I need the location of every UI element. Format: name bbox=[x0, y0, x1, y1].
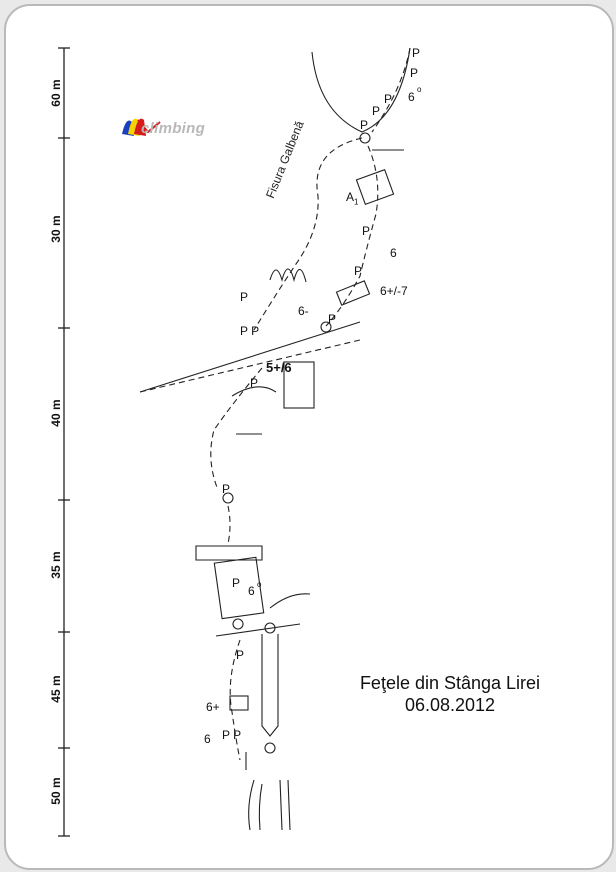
label-p-upper-2: P bbox=[372, 104, 381, 118]
label-grade-6-box: 6 bbox=[248, 584, 255, 598]
feature-box-6plus bbox=[229, 695, 249, 711]
ledge-lower bbox=[215, 623, 301, 637]
belay-bottom bbox=[264, 742, 276, 754]
route-lower bbox=[227, 505, 231, 545]
scale-ticks bbox=[58, 47, 70, 837]
overhang-1 bbox=[231, 386, 277, 397]
label-deg-top: o bbox=[417, 85, 422, 94]
belay-mid bbox=[320, 321, 332, 333]
label-pp-low: P P bbox=[222, 728, 242, 742]
start-line-1 bbox=[248, 779, 255, 831]
roof-feature bbox=[195, 545, 263, 561]
top-arch bbox=[311, 47, 411, 133]
descent-arrow bbox=[261, 634, 279, 737]
route-top-pitch bbox=[371, 47, 411, 133]
flake-feature bbox=[269, 268, 307, 283]
label-p-box: P bbox=[232, 576, 241, 590]
label-p-mid: P bbox=[362, 224, 371, 238]
label-p-mid-2: P bbox=[354, 264, 363, 278]
ledge-main bbox=[139, 321, 361, 393]
overhang-2 bbox=[269, 593, 311, 609]
label-p-upper: P bbox=[384, 92, 393, 106]
route-middle bbox=[210, 367, 263, 491]
feature-box-56 bbox=[283, 361, 315, 409]
logo-text: climbing bbox=[141, 120, 206, 137]
label-p-top: P bbox=[412, 46, 421, 60]
feature-box-6 bbox=[213, 556, 265, 620]
title-block: Feţele din Stânga Lirei 06.08.2012 bbox=[330, 672, 570, 716]
topo-card bbox=[4, 4, 614, 870]
label-p-40: P bbox=[250, 376, 259, 390]
label-grade-67: 6+/-7 bbox=[380, 284, 408, 298]
route-fisura bbox=[253, 137, 363, 331]
label-grade-6-low: 6 bbox=[204, 732, 211, 746]
label-p-45: P bbox=[236, 648, 245, 662]
label-p-belay: P bbox=[328, 312, 337, 326]
belay-35 bbox=[222, 492, 234, 504]
logo-mark bbox=[122, 118, 161, 136]
start-line-4 bbox=[287, 779, 291, 831]
label-grade-6-top: 6 bbox=[408, 90, 415, 104]
label-p-arch: P bbox=[360, 118, 369, 132]
route-bottom-pitch bbox=[229, 639, 241, 761]
title-line-2: 06.08.2012 bbox=[404, 695, 496, 715]
belay-45 bbox=[232, 618, 244, 630]
label-grade-6-mid: 6 bbox=[390, 246, 397, 260]
label-grade-56: 5+/6 bbox=[266, 360, 292, 375]
start-line-3 bbox=[279, 779, 283, 831]
label-grade-6plus: 6+ bbox=[206, 700, 220, 714]
label-p-35: P bbox=[222, 482, 231, 496]
label-p-top-2: P bbox=[410, 66, 419, 80]
label-grade-6minus: 6- bbox=[298, 304, 309, 318]
title-line-1: Feţele din Stânga Lirei bbox=[359, 673, 541, 693]
feature-box-67 bbox=[335, 280, 371, 306]
label-aid-a1: A1 bbox=[346, 190, 359, 207]
route-right-variant bbox=[325, 145, 379, 327]
label-pp: P P bbox=[240, 324, 260, 338]
route-traverse bbox=[139, 339, 361, 393]
start-line-2 bbox=[258, 783, 263, 831]
label-p-left: P bbox=[240, 290, 249, 304]
label-deg-box: o bbox=[257, 580, 262, 589]
feature-box-a1 bbox=[355, 168, 395, 206]
